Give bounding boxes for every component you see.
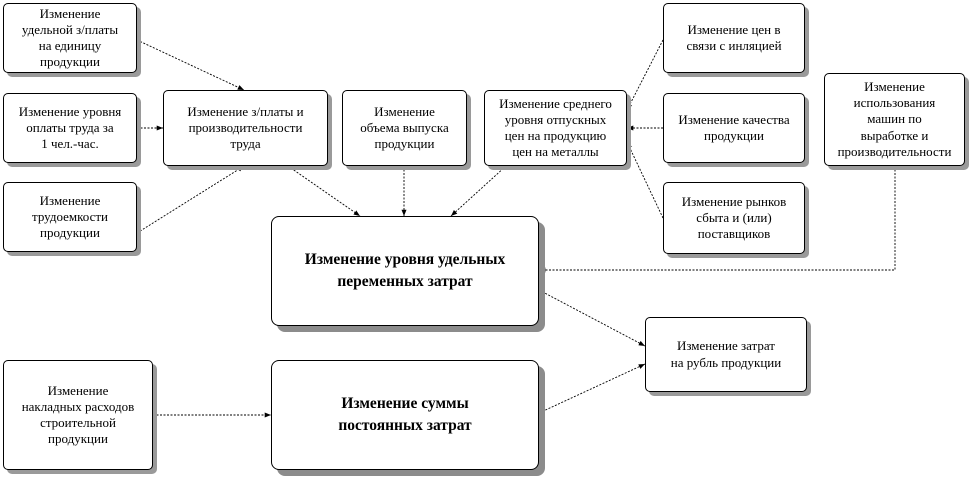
box-product-quality-text: Изменение качества продукции	[678, 111, 790, 143]
box-variable-costs: Изменение уровня удельных переменных зат…	[271, 216, 539, 326]
box-fixed-costs-text: Изменение суммы постоянных затрат	[338, 394, 472, 434]
box-overhead-costs: Изменение накладных расходов строительно…	[3, 360, 153, 470]
box-cost-per-ruble-text: Изменение затрат на рубль продукции	[670, 338, 782, 370]
arrow-b6-to-b11	[450, 165, 507, 217]
box-machine-usage: Изменение использования машин по выработ…	[824, 73, 965, 166]
box-markets-suppliers-text: Изменение рынков сбыта и (или) поставщик…	[681, 193, 787, 242]
box-variable-costs-text: Изменение уровня удельных переменных зат…	[304, 250, 506, 290]
box-inflation-prices: Изменение цен в связи с инляцией	[663, 3, 805, 73]
box-output-volume-text: Изменение объема выпуска продукции	[360, 103, 449, 152]
box-fixed-costs: Изменение суммы постоянных затрат	[271, 360, 539, 470]
box-labor-intensity: Изменение трудоемкости продукции	[3, 182, 137, 252]
box-pay-rate-text: Изменение уровня оплаты труда за 1 чел.-…	[18, 103, 122, 152]
box-specific-wages-text: Изменение удельной з/платы на единицу пр…	[21, 5, 119, 70]
box-average-prices-text: Изменение среднего уровня отпускных цен …	[499, 95, 612, 160]
box-pay-rate: Изменение уровня оплаты труда за 1 чел.-…	[3, 93, 137, 163]
arrow-b7-to-b6	[626, 39, 664, 111]
box-markets-suppliers: Изменение рынков сбыта и (или) поставщик…	[663, 182, 805, 254]
arrow-b4-to-b11	[287, 165, 361, 217]
arrow-b11-to-b12	[538, 289, 646, 347]
box-inflation-prices-text: Изменение цен в связи с инляцией	[686, 21, 782, 53]
box-overhead-costs-text: Изменение накладных расходов строительно…	[21, 382, 135, 447]
box-wages-productivity: Изменение з/платы и производительности т…	[163, 90, 328, 166]
box-average-prices: Изменение среднего уровня отпускных цен …	[484, 90, 627, 166]
arrow-b9-to-b6	[626, 141, 664, 219]
box-labor-intensity-text: Изменение трудоемкости продукции	[31, 192, 108, 241]
box-cost-per-ruble: Изменение затрат на рубль продукции	[645, 317, 807, 392]
box-output-volume: Изменение объема выпуска продукции	[342, 90, 467, 166]
box-specific-wages: Изменение удельной з/платы на единицу пр…	[3, 3, 137, 73]
arrow-b14-to-b12	[538, 363, 646, 414]
box-product-quality: Изменение качества продукции	[663, 93, 805, 163]
arrow-b1-to-b4	[136, 39, 245, 91]
box-wages-productivity-text: Изменение з/платы и производительности т…	[187, 103, 304, 152]
arrow-b3-to-b4	[136, 165, 245, 234]
box-machine-usage-text: Изменение использования машин по выработ…	[837, 78, 952, 159]
arrow-b10-to-b11	[539, 166, 896, 273]
